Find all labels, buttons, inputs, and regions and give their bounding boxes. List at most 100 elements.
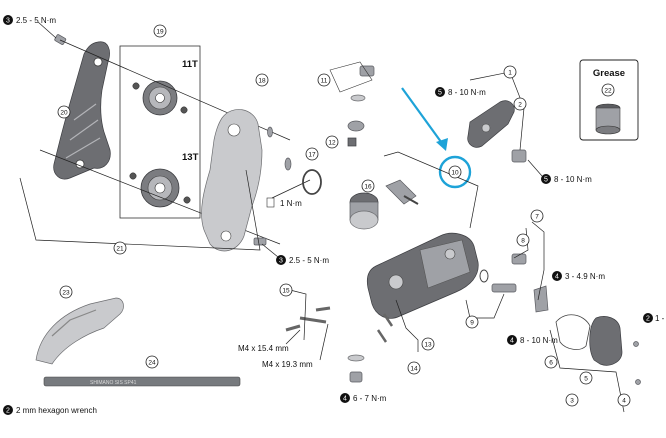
cable-housing: SHIMANO SIS SP41 bbox=[43, 376, 241, 387]
cable-housing-print: SHIMANO SIS SP41 bbox=[90, 380, 137, 386]
callout-6: 6 bbox=[544, 355, 558, 369]
svg-text:17: 17 bbox=[308, 152, 316, 159]
svg-text:8: 8 bbox=[521, 238, 525, 245]
main-body bbox=[366, 232, 479, 319]
torque-1nm: 1 N·m bbox=[266, 197, 302, 208]
link-pin bbox=[385, 179, 419, 205]
inner-plate bbox=[201, 109, 292, 252]
callout-13: 13 bbox=[421, 337, 435, 351]
svg-text:22: 22 bbox=[604, 88, 612, 95]
torque-mid-left: 3 2.5 - 5 N·m bbox=[276, 255, 329, 265]
lower-pulley bbox=[129, 168, 191, 208]
torque-value: 8 - 10 N·m bbox=[520, 336, 558, 345]
callout-2: 2 bbox=[513, 97, 527, 111]
footer-note: 2 2 mm hexagon wrench bbox=[3, 405, 97, 415]
grease-box: Grease 22 bbox=[579, 59, 639, 141]
pulley-box: 11T 13T bbox=[119, 45, 201, 219]
svg-text:4: 4 bbox=[622, 398, 626, 405]
callout-18: 18 bbox=[255, 73, 269, 87]
callout-17: 17 bbox=[305, 147, 319, 161]
svg-text:4: 4 bbox=[555, 274, 559, 281]
callout-10: 10 bbox=[448, 165, 462, 179]
svg-text:1: 1 bbox=[508, 70, 512, 77]
outer-plate bbox=[53, 41, 111, 180]
svg-text:5: 5 bbox=[544, 177, 548, 184]
cable-clamp bbox=[533, 285, 549, 313]
bolt-b-label: M4 x 19.3 mm bbox=[262, 360, 313, 369]
footer-note-text: 2 mm hexagon wrench bbox=[16, 406, 97, 415]
callout-12: 12 bbox=[325, 135, 339, 149]
b-knuckle bbox=[467, 100, 527, 163]
torque-right-3: 4 3 - 4.9 N·m bbox=[552, 271, 605, 281]
callout-1: 1 bbox=[503, 65, 517, 79]
svg-text:24: 24 bbox=[148, 360, 156, 367]
torque-value: 3 - 4.9 N·m bbox=[565, 272, 605, 281]
bolt-set bbox=[285, 306, 331, 332]
callout-24: 24 bbox=[145, 355, 159, 369]
callout-23: 23 bbox=[59, 285, 73, 299]
svg-text:13: 13 bbox=[424, 342, 432, 349]
torque-bottom: 4 6 - 7 N·m bbox=[340, 393, 387, 403]
svg-text:9: 9 bbox=[470, 320, 474, 327]
svg-text:10: 10 bbox=[451, 170, 459, 177]
torque-center: 4 8 - 10 N·m bbox=[507, 335, 558, 345]
svg-text:5: 5 bbox=[438, 90, 442, 97]
bolt-top-left bbox=[37, 21, 67, 45]
cover-plate bbox=[555, 314, 641, 385]
svg-text:2: 2 bbox=[6, 408, 10, 415]
callout-20: 20 bbox=[57, 105, 71, 119]
svg-text:16: 16 bbox=[364, 184, 372, 191]
upper-pulley-teeth-label: 11T bbox=[182, 59, 198, 70]
torque-badge-icon bbox=[3, 15, 13, 25]
bolt-mid-left bbox=[253, 237, 267, 246]
torque-value: 6 - 7 N·m bbox=[353, 394, 387, 403]
callout-14: 14 bbox=[407, 361, 421, 375]
svg-text:2: 2 bbox=[646, 316, 650, 323]
bolt-labels: M4 x 15.4 mm M4 x 19.3 mm bbox=[238, 323, 329, 369]
torque-value: 2.5 - 5 N·m bbox=[289, 256, 329, 265]
torque-value: 8 - 10 N·m bbox=[448, 88, 486, 97]
svg-text:18: 18 bbox=[258, 78, 266, 85]
torque-value: 2.5 - 5 N·m bbox=[16, 16, 56, 25]
pivot-bolt bbox=[347, 354, 365, 383]
torque-value: 1 N·m bbox=[280, 199, 302, 208]
svg-text:5: 5 bbox=[584, 376, 588, 383]
svg-text:20: 20 bbox=[60, 110, 68, 117]
svg-text:14: 14 bbox=[410, 366, 418, 373]
torque-value: 1 - bbox=[655, 314, 665, 323]
leader-frames bbox=[19, 71, 625, 413]
tension-screw bbox=[479, 253, 527, 293]
adjust-screw bbox=[376, 313, 394, 343]
svg-text:21: 21 bbox=[116, 246, 124, 253]
callout-8: 8 bbox=[516, 233, 530, 247]
lower-pulley-teeth-label: 13T bbox=[182, 152, 199, 163]
callout-11: 11 bbox=[317, 73, 331, 87]
highlight-marker bbox=[401, 87, 472, 189]
callout-3: 3 bbox=[565, 393, 579, 407]
svg-text:4: 4 bbox=[510, 338, 514, 345]
snap-ring bbox=[302, 169, 322, 195]
callout-5: 5 bbox=[579, 371, 593, 385]
svg-text:3: 3 bbox=[570, 398, 574, 405]
bolt-a-label: M4 x 15.4 mm bbox=[238, 344, 289, 353]
torque-right-2: 2 1 - bbox=[643, 313, 665, 323]
svg-text:3: 3 bbox=[279, 258, 283, 265]
callout-7: 7 bbox=[530, 209, 544, 223]
svg-text:4: 4 bbox=[343, 396, 347, 403]
svg-text:11: 11 bbox=[321, 78, 328, 85]
callout-21: 21 bbox=[113, 241, 127, 255]
svg-text:2: 2 bbox=[518, 102, 522, 109]
torque-top-left: 3 2.5 - 5 N·m bbox=[3, 15, 56, 25]
torque-badge-number: 3 bbox=[6, 18, 10, 25]
cylinder-part bbox=[349, 192, 379, 230]
upper-pulley bbox=[132, 80, 188, 116]
chain-guide bbox=[35, 297, 124, 365]
svg-text:15: 15 bbox=[282, 288, 290, 295]
svg-text:19: 19 bbox=[156, 29, 164, 36]
svg-text:7: 7 bbox=[535, 214, 539, 221]
grease-label: Grease bbox=[593, 68, 625, 79]
callout-4: 4 bbox=[617, 393, 631, 407]
callout-16: 16 bbox=[361, 179, 375, 193]
torque-top-right: 5 8 - 10 N·m bbox=[435, 87, 486, 97]
